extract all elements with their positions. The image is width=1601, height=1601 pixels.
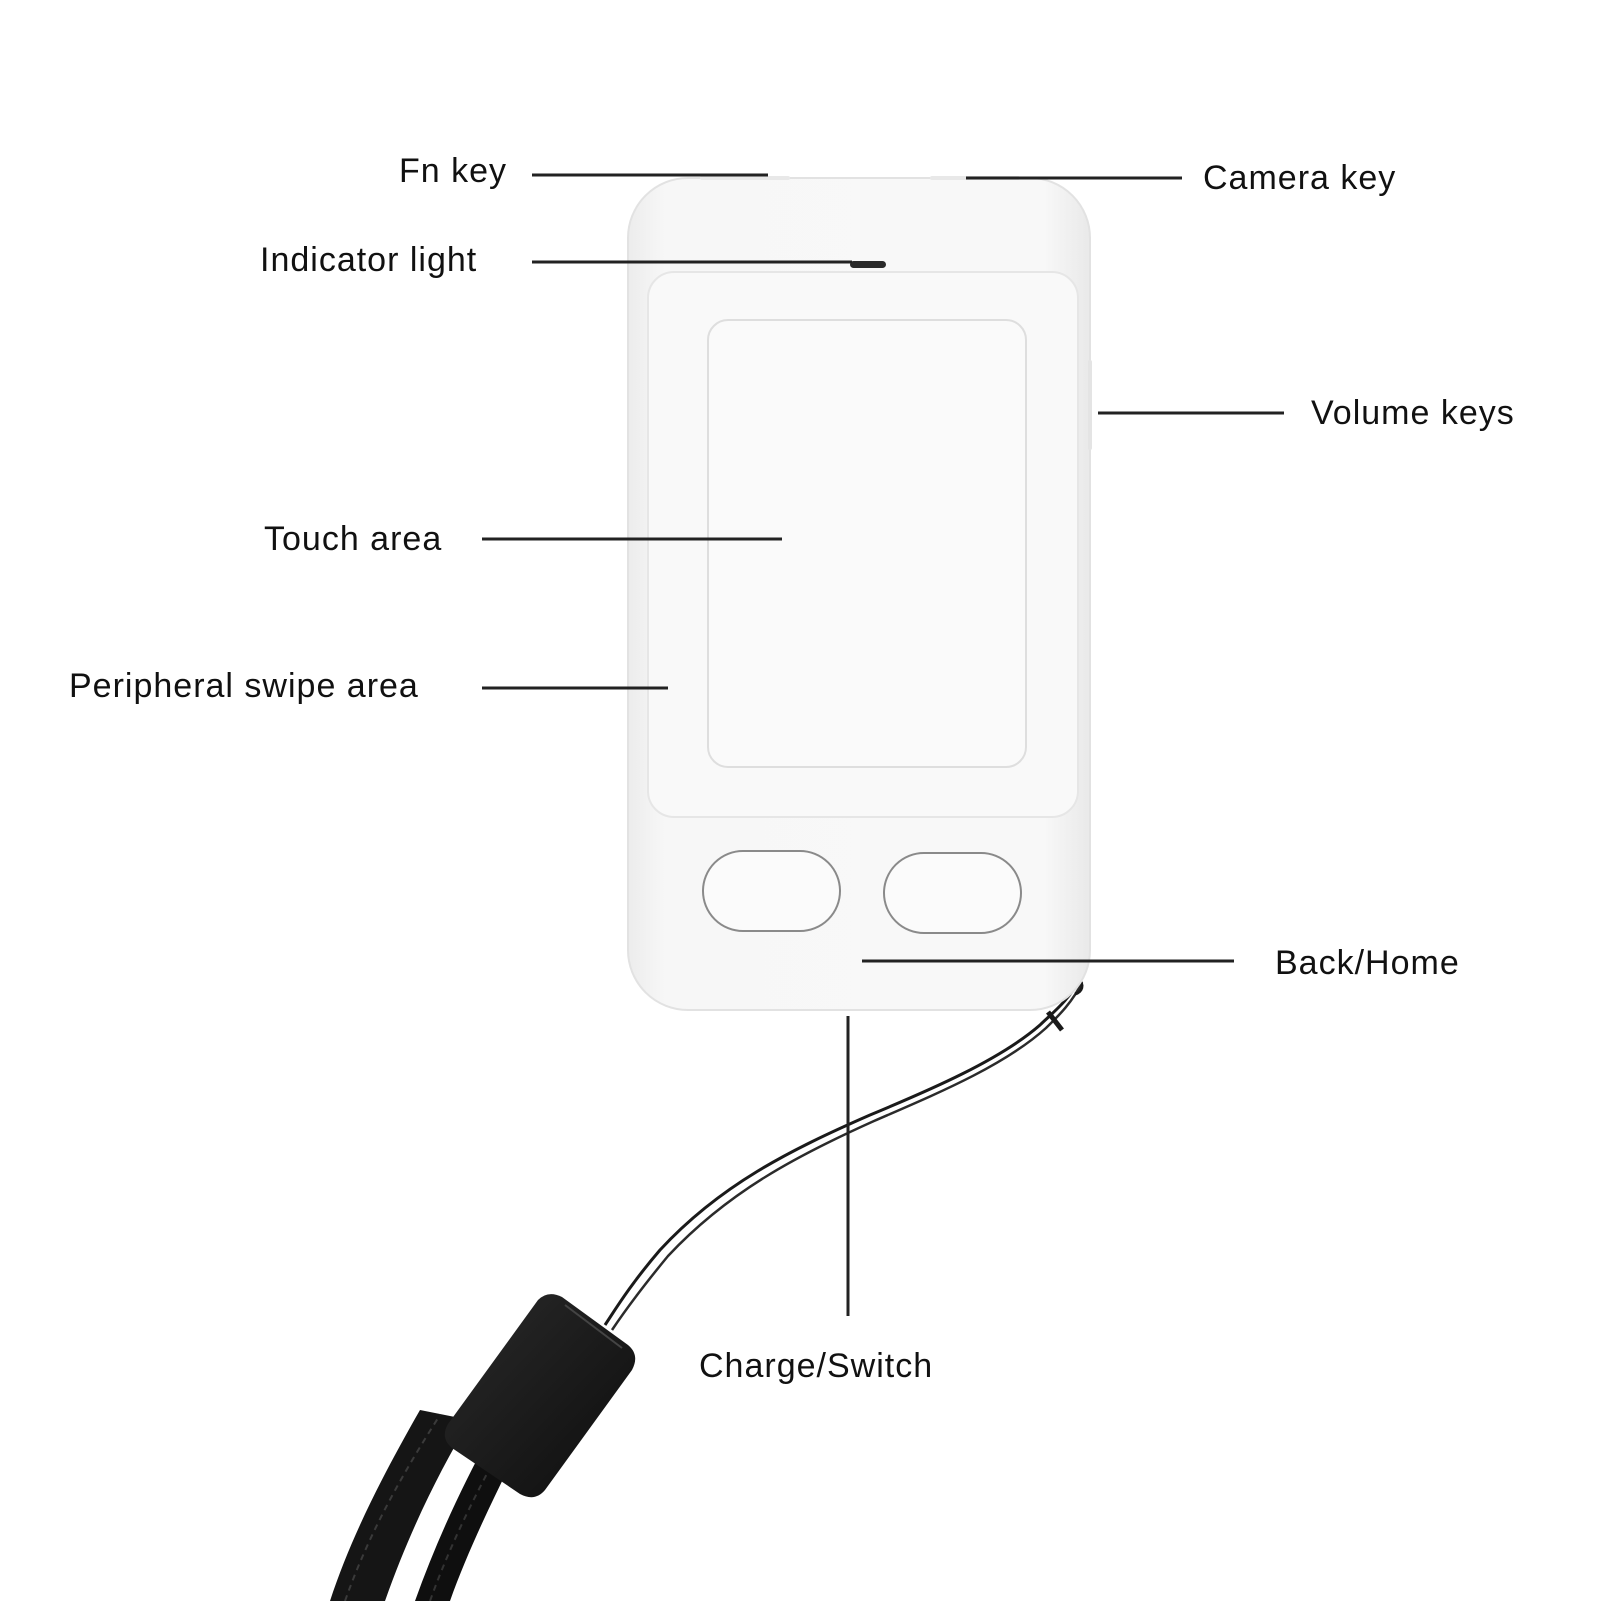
label-back-home: Back/Home: [1275, 944, 1460, 982]
back-button-shape: [702, 850, 841, 932]
label-camera-key: Camera key: [1203, 159, 1397, 197]
touch-area-panel: [707, 319, 1027, 768]
back-home-buttons: [702, 850, 1022, 934]
label-peripheral-swipe-area: Peripheral swipe area: [69, 667, 419, 705]
label-volume-keys: Volume keys: [1311, 394, 1515, 432]
leader-lines: [482, 173, 1284, 1316]
label-charge-switch: Charge/Switch: [699, 1347, 934, 1385]
indicator-light-led: [850, 261, 886, 268]
lanyard-connector: [444, 1294, 636, 1498]
label-fn-key: Fn key: [399, 152, 508, 190]
label-indicator-light: Indicator light: [260, 241, 478, 279]
home-button-shape: [883, 852, 1022, 934]
device-body: [627, 176, 1092, 1011]
label-touch-area: Touch area: [264, 520, 443, 558]
lanyard-cord: [603, 976, 1084, 1331]
